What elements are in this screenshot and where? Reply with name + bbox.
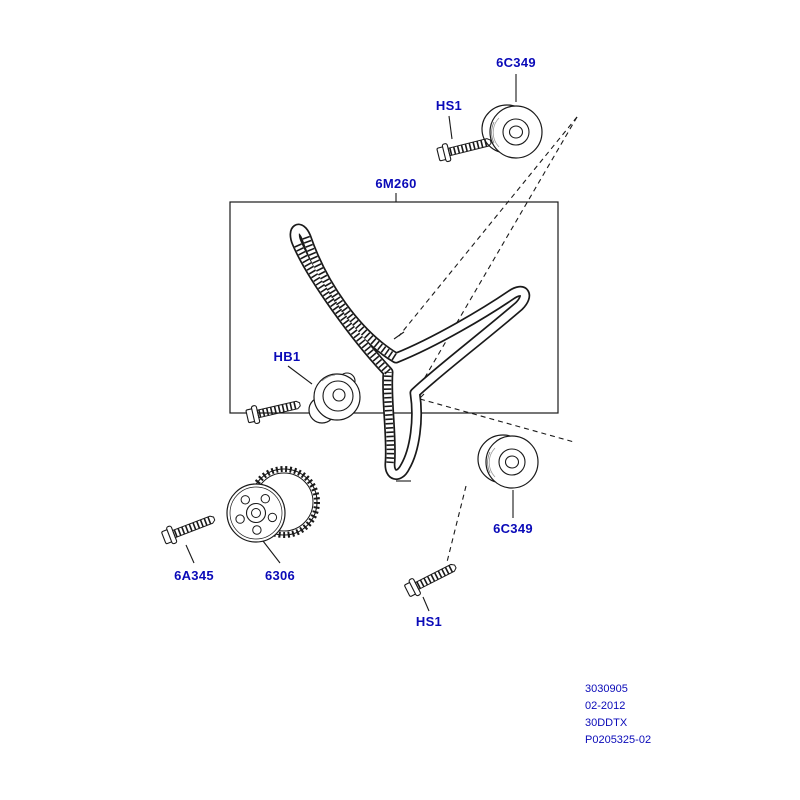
idler-pulley-bottom-drawing: [477, 434, 539, 489]
drawing-number: 3030905: [585, 683, 628, 695]
part-label-bolt-bottom: HS1: [415, 614, 443, 629]
crankshaft-sprocket-drawing: [226, 466, 320, 543]
part-label-tensioner-bolt: HB1: [273, 349, 301, 364]
part-label-idler-top: 6C349: [496, 55, 536, 70]
drawing-date: 02-2012: [585, 700, 626, 712]
bolt-hb1-drawing: [245, 396, 302, 426]
drawing-reference-block: 3030905 02-2012 30DDTX P0205325-02: [585, 681, 651, 749]
part-label-bolt-top: HS1: [435, 98, 463, 113]
part-label-crank-sprocket: 6306: [264, 568, 296, 583]
part-label-idler-bottom: 6C349: [493, 521, 533, 536]
timing-belt-drawing: [289, 223, 531, 480]
bolt-hs1-bottom-drawing: [403, 558, 459, 599]
belt-tensioner-drawing: [308, 372, 361, 424]
drawing-code: 30DDTX: [585, 717, 628, 729]
drawing-plate-number: P0205325-02: [585, 734, 652, 746]
label-leader-lines: [185, 74, 517, 612]
bolt-6a345-drawing: [161, 510, 218, 546]
idler-pulley-top-drawing: [481, 104, 543, 159]
part-label-belt: 6M260: [375, 176, 417, 191]
dashed-leader-lines: [398, 116, 578, 563]
part-label-crank-bolt: 6A345: [174, 568, 214, 583]
